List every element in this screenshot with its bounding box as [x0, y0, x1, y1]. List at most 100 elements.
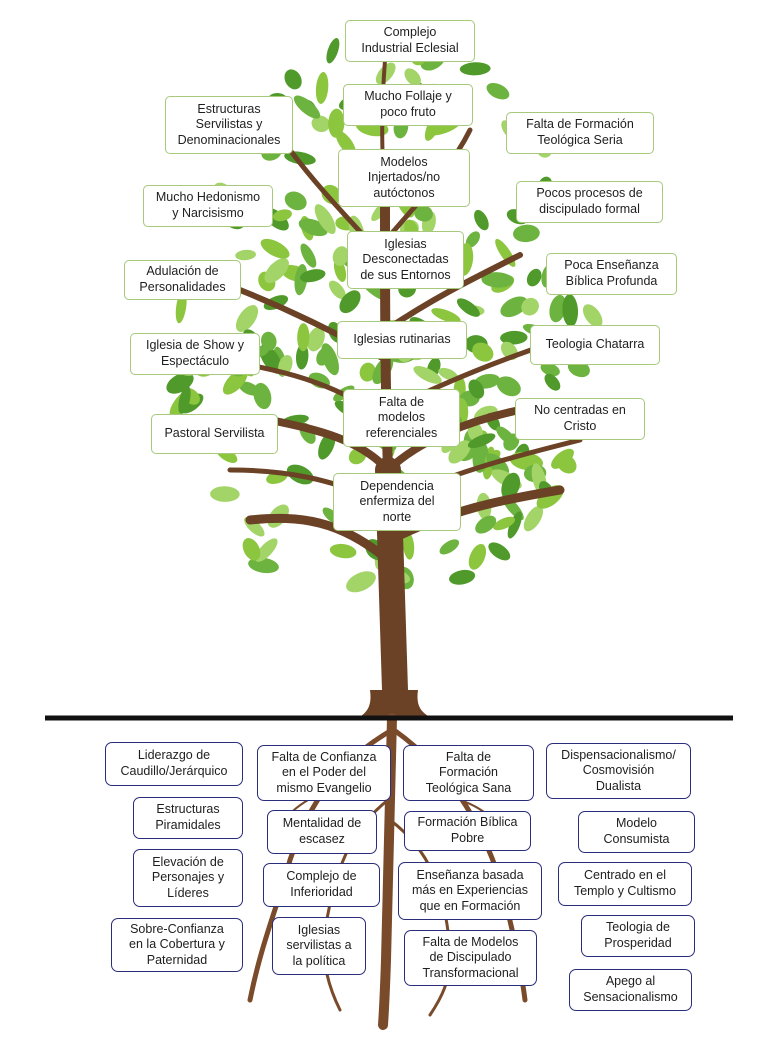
- leaf: [404, 68, 421, 86]
- canopy-pastoral: Pastoral Servilista: [151, 414, 278, 454]
- leaf: [468, 543, 487, 570]
- root-dispensacionalismo: Dispensacionalismo/ Cosmovisión Dualista: [546, 743, 691, 799]
- leaf: [474, 209, 489, 231]
- leaf: [264, 258, 289, 284]
- leaf: [507, 511, 522, 539]
- leaf: [272, 209, 292, 222]
- leaf: [326, 38, 340, 64]
- leaf: [315, 72, 329, 104]
- canopy-mucho-follaje: Mucho Follaje y poco fruto: [343, 84, 473, 126]
- root-templo: Centrado en el Templo y Cultismo: [558, 862, 692, 906]
- root-servilistas-politica: Iglesias servilistas a la política: [272, 917, 366, 975]
- canopy-falta-formacion-seria: Falta de Formación Teológica Seria: [506, 112, 654, 154]
- leaf: [307, 326, 325, 352]
- canopy-teologia-chatarra: Teologia Chatarra: [530, 325, 660, 365]
- leaf: [493, 516, 516, 531]
- leaf: [329, 543, 357, 559]
- leaf: [332, 246, 349, 266]
- leaf: [472, 342, 494, 362]
- leaf: [311, 115, 330, 133]
- root-formacion-biblica: Formación Bíblica Pobre: [404, 811, 531, 851]
- leaf: [339, 290, 361, 314]
- leaf: [284, 191, 307, 211]
- root-consumista: Modelo Consumista: [578, 811, 695, 853]
- leaf: [439, 539, 460, 555]
- leaf: [467, 433, 496, 449]
- leaf: [513, 224, 540, 243]
- leaf: [526, 268, 542, 287]
- root-sobre-confianza: Sobre-Confianza en la Cobertura y Patern…: [111, 918, 243, 972]
- canopy-pocos-procesos: Pocos procesos de discipulado formal: [516, 181, 663, 223]
- root-falta-discipulado: Falta de Modelos de Discipulado Transfor…: [404, 930, 537, 986]
- canopy-poca-ensenanza: Poca Enseñanza Bíblica Profunda: [546, 253, 677, 295]
- leaf: [321, 343, 339, 376]
- leaf: [328, 280, 346, 300]
- leaf: [299, 269, 326, 283]
- canopy-modelos-injertados: Modelos Injertados/no autóctonos: [338, 149, 470, 207]
- leaf: [328, 108, 345, 138]
- leaf: [438, 367, 459, 381]
- canopy-complejo-industrial: Complejo Industrial Eclesial: [345, 20, 475, 62]
- canopy-show: Iglesia de Show y Espectáculo: [130, 333, 260, 375]
- leaf: [481, 272, 514, 288]
- root-liderazgo: Liderazgo de Caudillo/Jerárquico: [105, 742, 243, 786]
- root-prosperidad: Teologia de Prosperidad: [581, 915, 695, 957]
- leaf: [178, 386, 191, 414]
- root-falta-confianza: Falta de Confianza en el Poder del mismo…: [257, 745, 391, 801]
- leaf: [413, 366, 442, 384]
- leaf: [562, 294, 579, 327]
- leaf: [521, 297, 539, 316]
- root-sensacionalismo: Apego al Sensacionalismo: [569, 969, 692, 1011]
- leaf: [242, 538, 261, 561]
- root-ensenanza-experiencias: Enseñanza basada más en Experiencias que…: [398, 862, 542, 920]
- leaf: [486, 82, 510, 100]
- leaf: [468, 379, 485, 399]
- root-formacion-sana: Falta de Formación Teológica Sana: [403, 745, 534, 801]
- leaf: [300, 243, 317, 268]
- leaf: [549, 294, 567, 323]
- leaf: [359, 362, 376, 382]
- leaf: [486, 453, 510, 476]
- leaf: [235, 249, 256, 261]
- leaf: [448, 440, 471, 464]
- leaf: [210, 486, 240, 502]
- leaf: [475, 515, 497, 534]
- leaf: [260, 238, 290, 259]
- leaf: [544, 373, 561, 391]
- root-elevacion: Elevación de Personajes y Líderes: [133, 849, 243, 907]
- canopy-adulacion: Adulación de Personalidades: [124, 260, 241, 300]
- canopy-estructuras-servilistas: Estructuras Servilistas y Denominacional…: [165, 96, 293, 154]
- leaf: [500, 330, 528, 345]
- leaf: [297, 323, 310, 352]
- leaf: [284, 69, 302, 90]
- root-escasez: Mentalidad de escasez: [267, 810, 377, 854]
- leaf: [321, 184, 342, 205]
- leaf: [261, 331, 277, 351]
- leaf: [235, 305, 259, 332]
- canopy-no-centradas: No centradas en Cristo: [515, 398, 645, 440]
- leaf: [540, 362, 560, 377]
- leaf: [431, 308, 461, 324]
- canopy-iglesias-rutinarias: Iglesias rutinarias: [337, 321, 467, 359]
- leaf: [449, 569, 476, 585]
- leaf: [402, 531, 415, 560]
- canopy-falta-modelos: Falta de modelos referenciales: [343, 389, 460, 447]
- leaf: [253, 382, 272, 410]
- leaf: [346, 571, 376, 593]
- canopy-hedonismo: Mucho Hedonismo y Narcisismo: [143, 185, 273, 227]
- tree-trunk-base: [358, 690, 432, 718]
- root-inferioridad: Complejo de Inferioridad: [263, 863, 380, 907]
- leaf: [488, 542, 511, 561]
- leaf: [314, 204, 336, 235]
- leaf: [465, 231, 480, 248]
- leaf: [556, 454, 577, 474]
- root-piramidales: Estructuras Piramidales: [133, 797, 243, 839]
- leaf: [293, 95, 321, 119]
- leaf: [496, 376, 521, 397]
- leaf: [255, 538, 278, 562]
- leaf: [501, 472, 521, 500]
- canopy-dependencia: Dependencia enfermiza del norte: [333, 473, 461, 531]
- leaf: [456, 298, 480, 317]
- leaf: [523, 505, 544, 532]
- leaf: [500, 296, 528, 318]
